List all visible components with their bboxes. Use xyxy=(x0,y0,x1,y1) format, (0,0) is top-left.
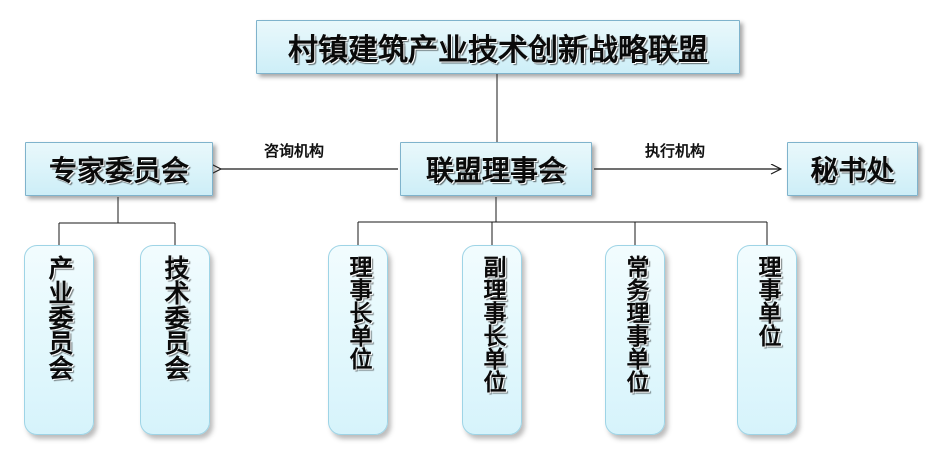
node-industry-committee[interactable]: 产业委员会 xyxy=(24,245,94,435)
node-director-unit[interactable]: 理事单位 xyxy=(737,245,797,435)
node-director-unit-label: 理事单位 xyxy=(754,255,781,347)
node-expert-committee[interactable]: 专家委员会 xyxy=(25,142,213,196)
node-executive-director-unit-label: 常务理事单位 xyxy=(622,255,649,393)
node-vice-chairman-unit[interactable]: 副理事长单位 xyxy=(462,245,522,435)
node-secretariat-label: 秘书处 xyxy=(810,155,895,186)
node-alliance-title-label: 村镇建筑产业技术创新战略联盟 xyxy=(288,34,708,67)
node-executive-director-unit[interactable]: 常务理事单位 xyxy=(605,245,665,435)
node-alliance-council[interactable]: 联盟理事会 xyxy=(400,142,592,196)
node-vice-chairman-unit-label: 副理事长单位 xyxy=(479,255,506,393)
edge-label-executive-body: 执行机构 xyxy=(645,144,706,160)
node-alliance-title[interactable]: 村镇建筑产业技术创新战略联盟 xyxy=(256,20,740,74)
node-chairman-unit[interactable]: 理事长单位 xyxy=(328,245,388,435)
edge-label-consulting-body: 咨询机构 xyxy=(264,144,325,160)
node-alliance-council-label: 联盟理事会 xyxy=(425,155,566,186)
node-secretariat[interactable]: 秘书处 xyxy=(787,142,918,196)
node-industry-committee-label: 产业委员会 xyxy=(45,255,73,380)
node-technology-committee[interactable]: 技术委员会 xyxy=(140,245,210,435)
node-technology-committee-label: 技术委员会 xyxy=(161,255,189,380)
node-expert-committee-label: 专家委员会 xyxy=(48,155,189,186)
node-chairman-unit-label: 理事长单位 xyxy=(345,255,372,370)
